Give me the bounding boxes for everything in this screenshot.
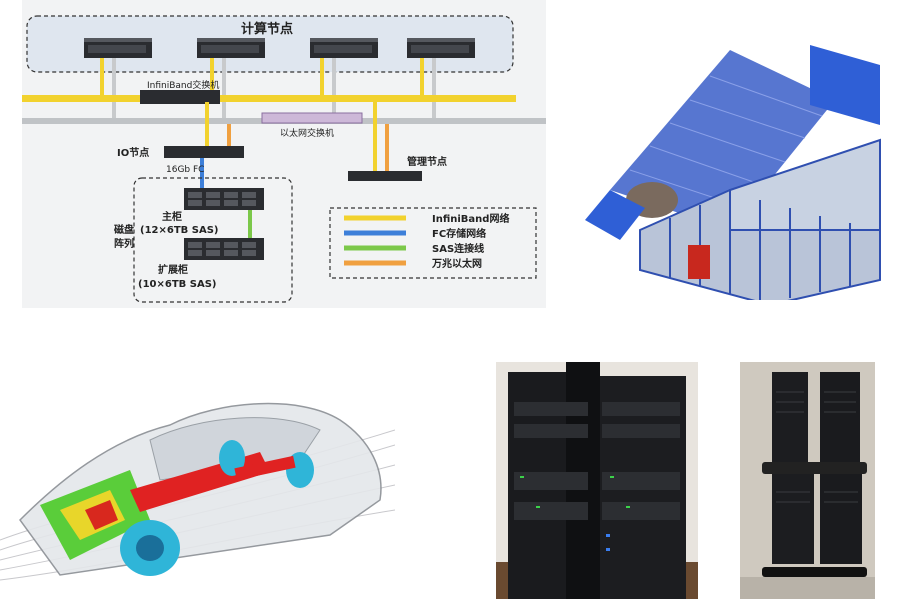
ethernet-switch [261, 112, 363, 124]
topology-diagram: 计算节点 InfiniBand交换 [22, 0, 546, 308]
legend-label: InfiniBand网络 [432, 212, 509, 225]
disk-array-box [133, 177, 293, 303]
topology-svg: 计算节点 InfiniBand交换 [22, 15, 546, 303]
compute-server [310, 38, 378, 58]
legend-box [329, 207, 537, 279]
fc-link-label: 16Gb FC [166, 165, 204, 175]
disk-array-label-line2: 阵列 [114, 237, 134, 250]
tower-servers-image [740, 362, 875, 599]
legend-item: SAS连接线 [344, 242, 484, 255]
compute-server [407, 38, 475, 58]
io-node-server [164, 146, 244, 158]
compute-server [197, 38, 265, 58]
infiniband-switch [140, 90, 220, 104]
expansion-cabinet-spec: (10×6TB SAS) [138, 279, 216, 290]
expansion-cabinet-label: 扩展柜 [158, 263, 188, 276]
expansion-cabinet-unit [184, 238, 264, 260]
server-racks-image [496, 362, 698, 599]
legend-label: 万兆以太网 [431, 257, 482, 270]
legend-item: FC存储网络 [344, 227, 486, 240]
main-cabinet-unit [184, 188, 264, 210]
legend-item: 万兆以太网 [344, 257, 482, 270]
car-simulation-image [0, 370, 395, 599]
disk-array-label-line1: 磁盘 [114, 223, 134, 236]
building-3d-image [580, 30, 895, 300]
compute-server [84, 38, 152, 58]
legend-item: InfiniBand网络 [344, 212, 509, 225]
legend-label: FC存储网络 [432, 227, 486, 240]
main-cabinet-label: 主柜 [162, 210, 182, 223]
io-node-label: IO节点 [117, 146, 149, 159]
management-node-label: 管理节点 [407, 155, 447, 168]
infiniband-bus [22, 95, 516, 102]
ethernet-switch-label: 以太网交换机 [280, 127, 334, 139]
compute-nodes-title: 计算节点 [241, 21, 293, 37]
infiniband-switch-label: InfiniBand交换机 [147, 79, 219, 91]
main-cabinet-spec: (12×6TB SAS) [140, 225, 218, 236]
legend-label: SAS连接线 [432, 242, 484, 255]
management-node-server [348, 171, 422, 181]
